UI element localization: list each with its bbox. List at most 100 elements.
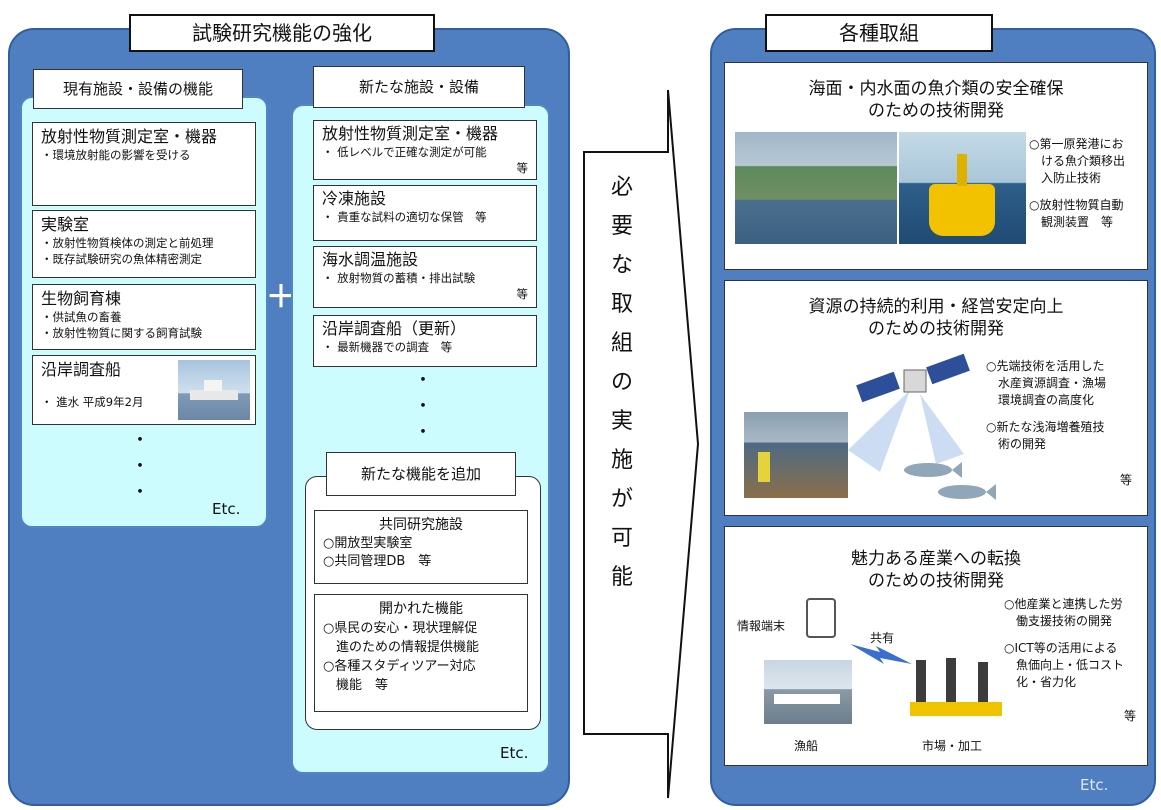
section-1-title-line-2: のための技術開発 — [868, 101, 1004, 121]
section-2-note-3: 環境調査の高度化 — [986, 393, 1095, 407]
section-2-note-1: ○先端技術を活用した — [986, 359, 1105, 373]
section-1-notes: ○第一原発港にお ける魚介類移出 入防止技術 ○放射性物質自動 観測装置 等 — [1029, 136, 1147, 231]
section-2-note-6: 術の開発 — [986, 437, 1047, 451]
worker-2 — [946, 658, 956, 702]
joint-research-line-2: ○共同管理DB 等 — [323, 554, 432, 569]
arrow-char-10: 可 — [610, 526, 633, 551]
central-arrow-shape — [583, 89, 700, 799]
new-item-3-title: 海水調温施設 — [322, 250, 419, 269]
satellite-body — [903, 369, 927, 393]
arrow-char-5: 組 — [610, 331, 633, 356]
vessel-cabin-shape — [204, 380, 222, 391]
new-item-2: 冷凍施設 ・ 貴重な試料の適切な保管 等 — [313, 185, 537, 241]
section-2-title-line-2: のための技術開発 — [868, 319, 1004, 339]
fish-1-tail — [952, 462, 962, 478]
arrow-char-4: 取 — [610, 292, 633, 317]
market-label: 市場・加工 — [922, 739, 983, 753]
new-item-3-line-1: ・ 放射物質の蓄積・排出試験 — [322, 271, 476, 285]
section-1-title: 海面・内水面の魚介類の安全確保 のための技術開発 — [724, 78, 1148, 122]
section-2-notes: ○先端技術を活用した 水産資源調査・漁場 環境調査の高度化 ○新たな浅海増養殖技… — [986, 358, 1144, 453]
satellite-beam-1 — [848, 390, 910, 472]
section-3-title-line-1: 魅力ある産業への転換 — [851, 549, 1021, 569]
arrow-char-6: の — [610, 370, 633, 395]
section-2-title: 資源の持続的利用・経営安定向上 のための技術開発 — [724, 296, 1148, 340]
existing-item-1-title: 放射性物質測定室・機器 — [41, 127, 218, 146]
section-2-note-4 — [986, 409, 1144, 419]
right-etc: Etc. — [1080, 776, 1109, 794]
vessel-2-hull — [774, 694, 840, 704]
section-3-title-line-2: のための技術開発 — [868, 571, 1004, 591]
plus-sign: ＋ — [266, 280, 296, 315]
arrow-char-2: 要 — [610, 214, 633, 239]
central-arrow — [583, 89, 700, 799]
existing-dot-3: ・ — [131, 482, 149, 503]
left-panel-title: 試験研究機能の強化 — [129, 14, 435, 52]
existing-item-3: 生物飼育棟 ・供試魚の畜養 ・放射性物質に関する飼育試験 — [32, 284, 256, 350]
added-functions-header: 新たな機能を追加 — [326, 452, 516, 496]
new-etc: Etc. — [500, 744, 529, 762]
existing-item-1: 放射性物質測定室・機器 ・環境放射能の影響を受ける — [32, 122, 256, 206]
existing-facilities-header: 現有施設・設備の機能 — [33, 69, 243, 109]
vessel-hull-shape — [190, 390, 238, 400]
existing-item-2-line-1: ・放射性物質検体の測定と前処理 — [41, 236, 214, 250]
fish-1-body — [904, 463, 952, 477]
joint-research-title: 共同研究施設 — [379, 517, 463, 533]
new-dots: ・ ・ ・ — [413, 368, 433, 446]
open-functions-line-4: 機能 等 — [323, 678, 389, 693]
worker-1 — [916, 660, 926, 702]
right-panel-title: 各種取組 — [765, 14, 993, 52]
existing-dot-2: ・ — [131, 456, 149, 477]
section-industry — [724, 526, 1148, 766]
section-3-title: 魅力ある産業への転換 のための技術開発 — [724, 548, 1148, 592]
arrow-char-1: 必 — [610, 175, 633, 200]
new-item-4: 沿岸調査船（更新） ・ 最新機器での調査 等 — [313, 315, 537, 367]
fisherman-shape — [758, 452, 770, 482]
arrow-char-11: 能 — [610, 565, 633, 590]
satellite-beam-2 — [920, 394, 964, 464]
buoy-photo — [899, 132, 1026, 244]
share-lightning-icon — [850, 644, 912, 664]
market-platform — [910, 702, 1002, 716]
section-1-note-1: ○第一原発港にお — [1029, 137, 1124, 151]
arrow-char-7: 実 — [610, 409, 633, 434]
section-3-note-2: 働支援技術の開発 — [1004, 614, 1113, 628]
section-1-title-line-1: 海面・内水面の魚介類の安全確保 — [808, 79, 1064, 99]
fish-2-body — [938, 485, 986, 499]
joint-research-box: 共同研究施設 ○開放型実験室 ○共同管理DB 等 — [314, 510, 528, 584]
section-3-notes: ○他産業と連携した労 働支援技術の開発 ○ICT等の活用による 魚価向上・低コス… — [1004, 596, 1146, 691]
existing-item-1-line-1: ・環境放射能の影響を受ける — [41, 148, 191, 162]
section-1-note-2: ける魚介類移出 — [1029, 154, 1126, 168]
section-1-note-5: ○放射性物質自動 — [1029, 198, 1124, 212]
existing-item-2-title: 実験室 — [41, 215, 90, 234]
existing-item-3-title: 生物飼育棟 — [41, 289, 122, 308]
section-3-note-3 — [1004, 630, 1146, 640]
boat-label: 漁船 — [794, 739, 819, 753]
new-item-4-title: 沿岸調査船（更新） — [322, 319, 467, 338]
share-label: 共有 — [870, 631, 895, 645]
satellite-illustration — [848, 354, 970, 472]
new-item-1-title: 放射性物質測定室・機器 — [322, 124, 499, 143]
existing-item-2-line-2: ・既存試験研究の魚体精密測定 — [41, 252, 202, 266]
satellite-panel-right — [926, 354, 970, 385]
terminal-label: 情報端末 — [737, 619, 786, 633]
new-facilities-header: 新たな施設・設備 — [313, 66, 525, 108]
arrow-text: 必 要 な 取 組 の 実 施 が 可 能 — [602, 168, 642, 597]
section-2-title-line-1: 資源の持続的利用・経営安定向上 — [808, 297, 1064, 317]
arrow-char-8: 施 — [610, 448, 633, 473]
section-1-note-4 — [1029, 187, 1147, 197]
fish-illustration — [904, 462, 996, 500]
section-2-suffix: 等 — [1120, 473, 1133, 487]
section-3-note-6: 化・省力化 — [1004, 675, 1077, 689]
market-illustration — [906, 640, 1006, 724]
existing-item-3-line-2: ・放射性物質に関する飼育試験 — [41, 326, 202, 340]
survey-vessel-photo — [178, 360, 250, 420]
open-functions-line-1: ○県民の安心・現状理解促 — [323, 621, 478, 636]
section-1-note-6: 観測装置 等 — [1029, 215, 1114, 229]
new-item-1-suffix: 等 — [516, 161, 529, 175]
section-3-note-4: ○ICT等の活用による — [1004, 641, 1118, 655]
buoy-mast-shape — [957, 154, 967, 186]
existing-dot-1: ・ — [131, 430, 149, 451]
section-2-note-2: 水産資源調査・漁場 — [986, 376, 1107, 390]
open-functions-title: 開かれた機能 — [379, 601, 463, 617]
existing-item-2: 実験室 ・放射性物質検体の測定と前処理 ・既存試験研究の魚体精密測定 — [32, 210, 256, 278]
